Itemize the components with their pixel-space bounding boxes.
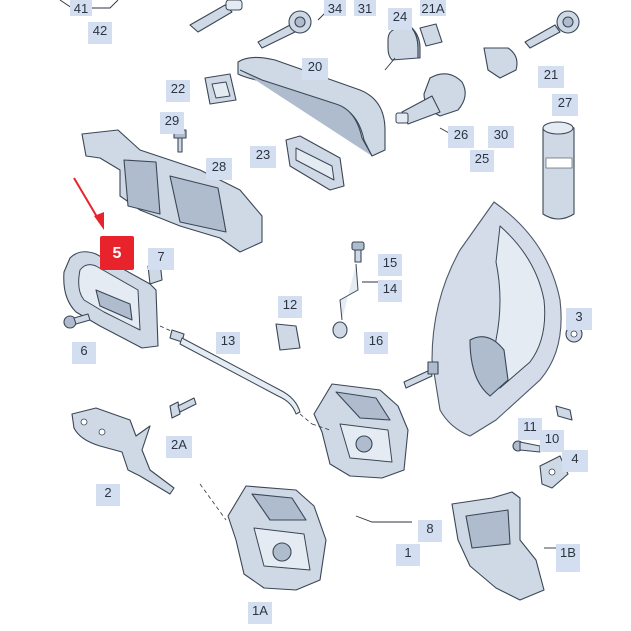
- part-lock-mechanism-8: [313, 383, 409, 479]
- label-27: 27: [552, 94, 578, 116]
- label-4: 4: [562, 450, 588, 472]
- part-carrier-28: [81, 129, 263, 253]
- label-29: 29: [160, 112, 184, 134]
- label-6: 6: [72, 342, 96, 364]
- label-2a: 2A: [166, 436, 192, 458]
- label-14: 14: [378, 280, 402, 302]
- part-lock-mechanism-1a: [227, 485, 327, 591]
- label-34: 34: [324, 0, 346, 16]
- label-3: 3: [566, 308, 592, 330]
- pointer-arrow: [73, 177, 104, 230]
- part-lock-cylinder: [395, 47, 518, 139]
- label-22: 22: [166, 80, 190, 102]
- label-1b: 1B: [556, 544, 580, 572]
- label-2: 2: [96, 484, 120, 506]
- part-bracket-2: [71, 407, 175, 495]
- label-31: 31: [354, 0, 376, 16]
- label-16: 16: [364, 332, 388, 354]
- part-outer-handle-20: [237, 56, 386, 157]
- label-23: 23: [250, 146, 276, 168]
- label-30: 30: [488, 126, 514, 148]
- part-rod-13: [159, 325, 313, 425]
- label-11: 11: [518, 418, 542, 440]
- part-striker-4: [539, 455, 569, 489]
- part-key-34: [257, 5, 333, 49]
- label-5-highlight: 5: [100, 236, 134, 270]
- label-21a: 21A: [420, 0, 446, 16]
- part-clip-12: [275, 323, 301, 351]
- label-7: 7: [148, 248, 174, 270]
- part-screw-11: [512, 440, 541, 453]
- part-key-left: [189, 0, 243, 33]
- part-bracket-1b: [451, 491, 545, 601]
- label-15: 15: [378, 254, 402, 276]
- label-12: 12: [278, 296, 302, 318]
- part-screw-6: [63, 313, 91, 329]
- part-screw-upper: [555, 405, 573, 421]
- label-20: 20: [302, 58, 328, 80]
- label-41: 41: [70, 0, 92, 16]
- part-rod-14: [339, 263, 380, 321]
- part-washer-3: [565, 325, 583, 343]
- part-cylinder-27: [542, 121, 575, 220]
- part-gasket-23: [285, 135, 345, 191]
- label-42: 42: [88, 22, 112, 44]
- part-inner-handle-5: [63, 251, 159, 349]
- part-grommet-16: [332, 321, 348, 339]
- label-10: 10: [540, 430, 564, 452]
- label-28: 28: [206, 158, 232, 180]
- part-screw-2a: [169, 397, 197, 419]
- label-1a: 1A: [248, 602, 272, 624]
- label-8: 8: [418, 520, 442, 542]
- part-cap-21a: [419, 23, 443, 47]
- label-13: 13: [216, 332, 240, 354]
- label-25: 25: [470, 150, 494, 172]
- part-key-right: [524, 10, 580, 49]
- label-21: 21: [538, 66, 564, 88]
- part-gasket-22: [204, 73, 237, 105]
- part-bolt-15: [351, 241, 365, 263]
- part-cap-24: [387, 27, 421, 61]
- label-1: 1: [396, 544, 420, 566]
- door-frame-panel: [431, 201, 562, 437]
- label-26: 26: [448, 126, 474, 148]
- part-actuator-rod: [403, 361, 439, 389]
- label-24: 24: [388, 8, 412, 30]
